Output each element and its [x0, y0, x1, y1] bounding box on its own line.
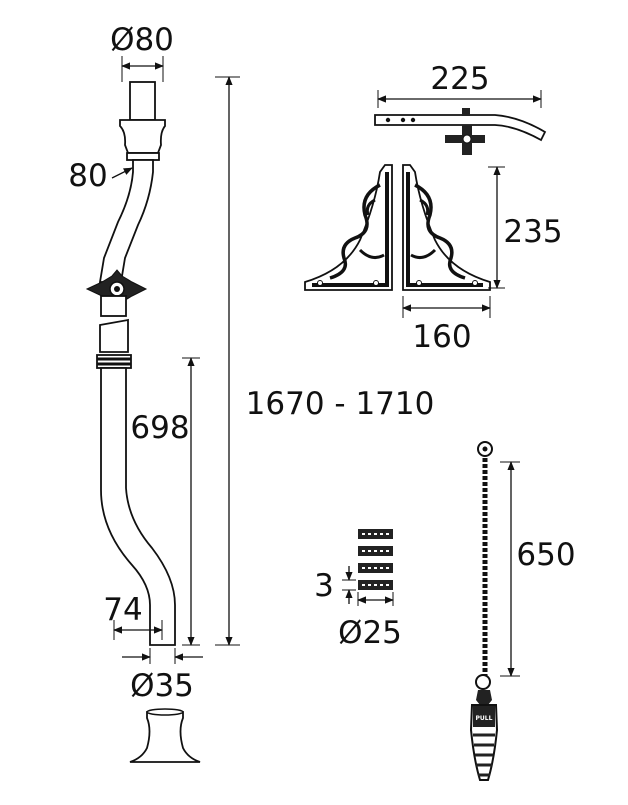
dim-arm-length: 225 [377, 61, 542, 108]
bracket-arm-group: 225 [374, 61, 547, 155]
dim-label-bracket-width: 160 [412, 319, 471, 355]
pipe-break [99, 318, 129, 353]
pipe-socket-ring [126, 152, 160, 161]
dim-bracket-height: 235 [488, 166, 563, 289]
dim-label-bottom-diameter: Ø35 [130, 668, 194, 704]
pipe-top-tube [129, 81, 156, 121]
pull-handle: PULL [469, 690, 499, 781]
dim-label-washer-diameter: Ø25 [338, 615, 402, 651]
bracket-arm-clip [445, 108, 485, 155]
pipe-clip-section [100, 295, 127, 317]
pipe-socket-cup [119, 119, 166, 154]
pipe-collar [96, 354, 132, 369]
dim-offset-bottom: 74 [103, 592, 163, 640]
dim-overall-length: 1670 - 1710 [215, 76, 435, 646]
dim-label-chain-length: 650 [516, 537, 575, 573]
dim-washer-thickness: 3 [314, 566, 356, 604]
bracket-arm [374, 114, 547, 142]
cistern-brackets: 235 160 [304, 164, 563, 355]
flush-pipe: Ø80 80 [68, 22, 435, 763]
dim-label-offset-bottom: 74 [103, 592, 142, 628]
washer-stack [358, 529, 393, 590]
pull-handle-label: PULL [476, 715, 493, 722]
dim-label-overall-length: 1670 - 1710 [246, 386, 435, 422]
dim-label-arm-length: 225 [430, 61, 489, 97]
dim-top-diameter: Ø80 [110, 22, 174, 82]
pipe-upper-bend [98, 159, 154, 283]
dim-label-lower-length: 698 [130, 410, 189, 446]
dim-label-top-diameter: Ø80 [110, 22, 174, 58]
dim-bottom-diameter: Ø35 [122, 648, 203, 704]
dim-washer-diameter: Ø25 [338, 592, 402, 651]
dim-label-washer-thickness: 3 [314, 568, 334, 604]
dim-chain-length: 650 [500, 461, 576, 677]
dim-bracket-width: 160 [402, 296, 491, 355]
bracket-left [304, 164, 393, 291]
dim-label-offset-top: 80 [68, 158, 107, 194]
washers: 3 Ø25 [314, 529, 402, 651]
dim-label-bracket-height: 235 [503, 214, 562, 250]
pull-chain-assembly: PULL 650 [469, 441, 576, 781]
bracket-right [402, 164, 491, 291]
pipe-bottom-flange [129, 711, 201, 763]
dim-offset-top: 80 [68, 158, 133, 194]
dim-lower-length: 698 [130, 357, 200, 646]
pipe-lower-tube [100, 367, 176, 646]
